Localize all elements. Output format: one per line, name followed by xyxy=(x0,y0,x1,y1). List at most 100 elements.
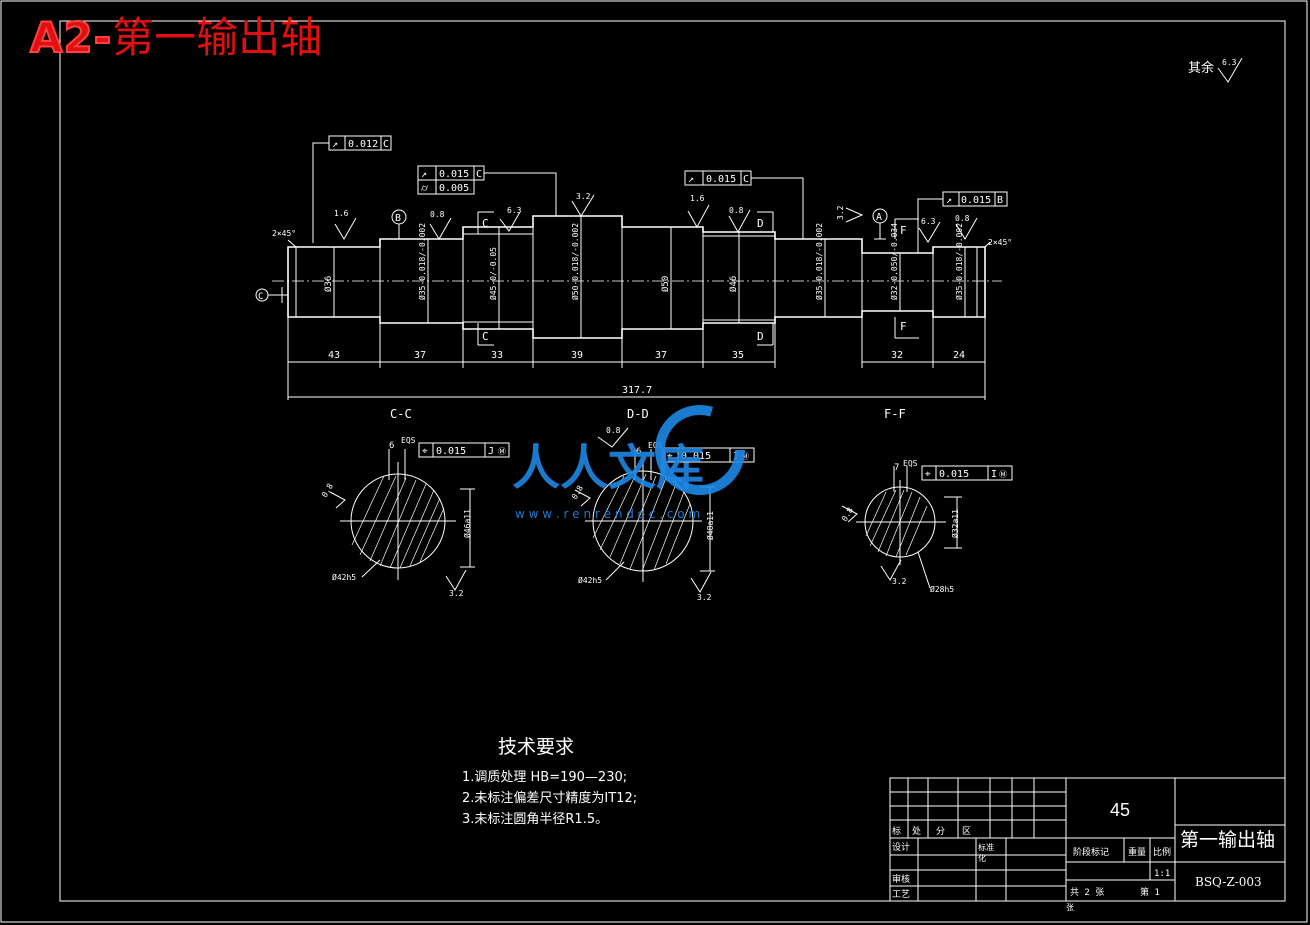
svg-text:F: F xyxy=(900,224,907,237)
svg-text:化: 化 xyxy=(978,853,986,863)
svg-text:Ø42h5: Ø42h5 xyxy=(578,575,602,585)
svg-text:比例: 比例 xyxy=(1153,846,1171,858)
svg-text:D: D xyxy=(757,217,764,230)
svg-text:0.015: 0.015 xyxy=(439,169,469,180)
svg-text:C: C xyxy=(743,174,749,185)
svg-text:0.015: 0.015 xyxy=(961,195,991,206)
svg-text:0.005: 0.005 xyxy=(439,183,469,194)
svg-text:⌭: ⌭ xyxy=(421,183,429,194)
svg-text:0.015: 0.015 xyxy=(436,446,466,457)
svg-text:0.012: 0.012 xyxy=(348,139,378,150)
svg-text:Ø42h5: Ø42h5 xyxy=(332,572,356,582)
svg-text:分: 分 xyxy=(936,826,945,837)
length-dimensions: 43 37 33 39 37 35 32 24 317.7 xyxy=(287,317,986,400)
svg-text:0.8: 0.8 xyxy=(606,426,621,435)
diameter-labels: Ø36 Ø35-0.018/-0.002 Ø45-0/-0.05 Ø50-0.0… xyxy=(323,216,966,338)
svg-text:0.8: 0.8 xyxy=(955,214,970,223)
svg-text:6.3: 6.3 xyxy=(921,217,936,226)
svg-text:标: 标 xyxy=(892,825,901,837)
dia-4: Ø50-0.018/-0.002 xyxy=(570,223,580,300)
svg-text:Ⓜ: Ⓜ xyxy=(498,447,506,456)
svg-text:6: 6 xyxy=(636,447,641,457)
svg-text:共 2 张: 共 2 张 xyxy=(1070,887,1104,898)
svg-text:Ø32a11: Ø32a11 xyxy=(950,509,960,538)
len-4: 39 xyxy=(571,350,583,361)
svg-text:设计: 设计 xyxy=(892,841,910,853)
svg-text:标准: 标准 xyxy=(978,842,994,852)
svg-text:3.2: 3.2 xyxy=(836,205,845,220)
svg-text:Ø48a11: Ø48a11 xyxy=(705,511,715,540)
dia-3: Ø45-0/-0.05 xyxy=(488,247,498,300)
dia-5: Ø50 xyxy=(660,276,671,292)
section-c-c: C-C 6 EQS ⌖ 0.015 J Ⓜ 0.8 Ø46a11 Ø42h5 3… xyxy=(320,407,510,598)
scale: 1:1 xyxy=(1154,869,1170,879)
tech-req-item-1: 1.调质处理 HB=190—230; xyxy=(462,770,628,785)
section-d-d-title: D-D xyxy=(627,407,649,421)
svg-text:1.6: 1.6 xyxy=(334,209,349,218)
svg-text:B: B xyxy=(997,195,1003,206)
dia-9: Ø35-0.018/-0.002 xyxy=(954,223,964,300)
svg-text:7: 7 xyxy=(894,463,899,473)
dia-2: Ø35-0.018/-0.002 xyxy=(417,223,427,300)
watermark-logo xyxy=(655,405,745,495)
section-cut-markers: C C D D F F xyxy=(477,211,919,346)
title-block: 标 处 分 区 设计 标准 化 审核 工艺 45 阶段标记 重量 比例 1:1 … xyxy=(889,777,1286,912)
svg-text:Ø28h5: Ø28h5 xyxy=(930,584,954,594)
sheet-title: 第一输出轴 xyxy=(112,13,323,62)
datum-a-letter: A xyxy=(876,212,882,223)
tolerance-frame-3: ↗ 0.015 C xyxy=(684,170,804,239)
roughness-other-symbol xyxy=(1217,57,1243,83)
svg-text:0.8: 0.8 xyxy=(320,482,335,499)
svg-text:0.8: 0.8 xyxy=(840,506,855,523)
svg-text:C: C xyxy=(476,169,482,180)
svg-text:0.015: 0.015 xyxy=(681,451,711,462)
svg-text:0.015: 0.015 xyxy=(939,469,969,480)
svg-text:6.3: 6.3 xyxy=(507,206,522,215)
chamfer-right: 2×45° xyxy=(988,238,1012,247)
dia-6: Ø46 xyxy=(728,276,739,292)
svg-text:↗: ↗ xyxy=(421,169,427,180)
svg-text:3.2: 3.2 xyxy=(576,192,591,201)
svg-text:1.6: 1.6 xyxy=(690,194,705,203)
roughness-marks: 1.6 0.8 6.3 3.2 1.6 0.8 3.2 6.3 0.8 xyxy=(334,192,978,243)
material: 45 xyxy=(1110,800,1130,820)
dia-8: Ø32-0.050/-0.034 xyxy=(889,223,899,300)
svg-text:↗: ↗ xyxy=(946,195,952,206)
len-8: 24 xyxy=(953,350,965,361)
tech-req-item-3: 3.未标注圆角半径R1.5。 xyxy=(462,812,609,827)
svg-text:⌖: ⌖ xyxy=(422,446,428,457)
svg-text:C: C xyxy=(383,139,389,150)
roughness-other-label: 其余 xyxy=(1188,60,1214,76)
chamfer-left: 2×45° xyxy=(272,229,296,238)
svg-text:3.2: 3.2 xyxy=(449,589,464,598)
svg-text:↗: ↗ xyxy=(688,174,694,185)
sheet-code: A2- xyxy=(29,12,113,63)
svg-text:张: 张 xyxy=(1066,903,1074,912)
section-f-f: F-F 7 EQS ⌖ 0.015 I Ⓜ 0.8 Ø32a11 3.2 Ø28… xyxy=(840,407,1013,594)
svg-text:Ø46a11: Ø46a11 xyxy=(462,509,472,538)
watermark-text: 人人文库 xyxy=(512,440,705,496)
svg-text:第 1: 第 1 xyxy=(1140,886,1160,898)
svg-text:EQS: EQS xyxy=(401,436,416,445)
svg-text:0.8: 0.8 xyxy=(430,210,445,219)
dia-1: Ø36 xyxy=(323,276,334,292)
total-length: 317.7 xyxy=(622,385,652,396)
svg-text:Ⓜ: Ⓜ xyxy=(999,470,1007,479)
svg-text:F: F xyxy=(900,320,907,333)
inner-frame xyxy=(59,20,1286,902)
svg-text:工艺: 工艺 xyxy=(892,889,910,900)
svg-text:3.2: 3.2 xyxy=(697,593,712,602)
svg-text:I: I xyxy=(991,469,997,480)
len-5: 37 xyxy=(655,350,667,361)
svg-text:6: 6 xyxy=(389,441,394,451)
roughness-other-value: 6.3 xyxy=(1222,58,1237,67)
drawing-number: BSQ-Z-003 xyxy=(1195,875,1262,889)
len-1: 43 xyxy=(328,350,340,361)
section-f-f-title: F-F xyxy=(884,407,906,421)
svg-text:EQS: EQS xyxy=(903,459,918,468)
sheet-header: A2-第一输出轴 xyxy=(29,4,323,65)
svg-text:0.8: 0.8 xyxy=(729,206,744,215)
svg-text:C: C xyxy=(482,217,489,230)
